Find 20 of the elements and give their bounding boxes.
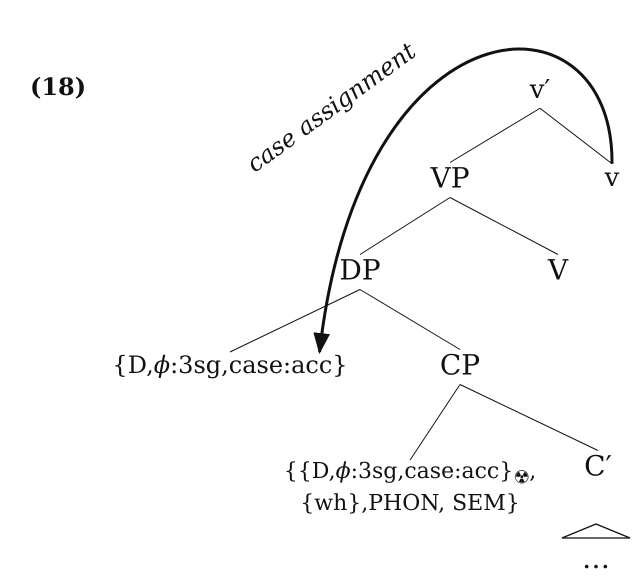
feature-bundle-label: {{D,ϕ:3sg,case:acc}$_{☢}$, {wh},PHON, SEM}: [260, 458, 560, 518]
tree-node-label: VP: [430, 160, 470, 196]
tree-branch: [540, 108, 612, 164]
curved-arrow: [314, 48, 614, 354]
feature-bundle-label: {D,ϕ:3sg,case:acc}: [112, 350, 348, 380]
example-number: (18): [30, 72, 86, 101]
tree-node-label: v: [604, 162, 620, 194]
tree-node-label: C′: [584, 448, 612, 484]
tree-branch: [450, 108, 540, 163]
ellipsis-text: …: [581, 545, 611, 573]
tree-node-label: V: [548, 252, 568, 288]
tree-branch: [230, 289, 360, 352]
tree-branch: [360, 197, 450, 255]
tree-branch: [460, 384, 598, 451]
tree-branch: [450, 197, 558, 255]
tree-node-label: CP: [440, 348, 480, 382]
tree-branch: [360, 289, 460, 350]
tree-node-label: v′: [530, 74, 550, 106]
tree-node-label: DP: [339, 252, 381, 288]
tree-branch: [410, 384, 460, 461]
